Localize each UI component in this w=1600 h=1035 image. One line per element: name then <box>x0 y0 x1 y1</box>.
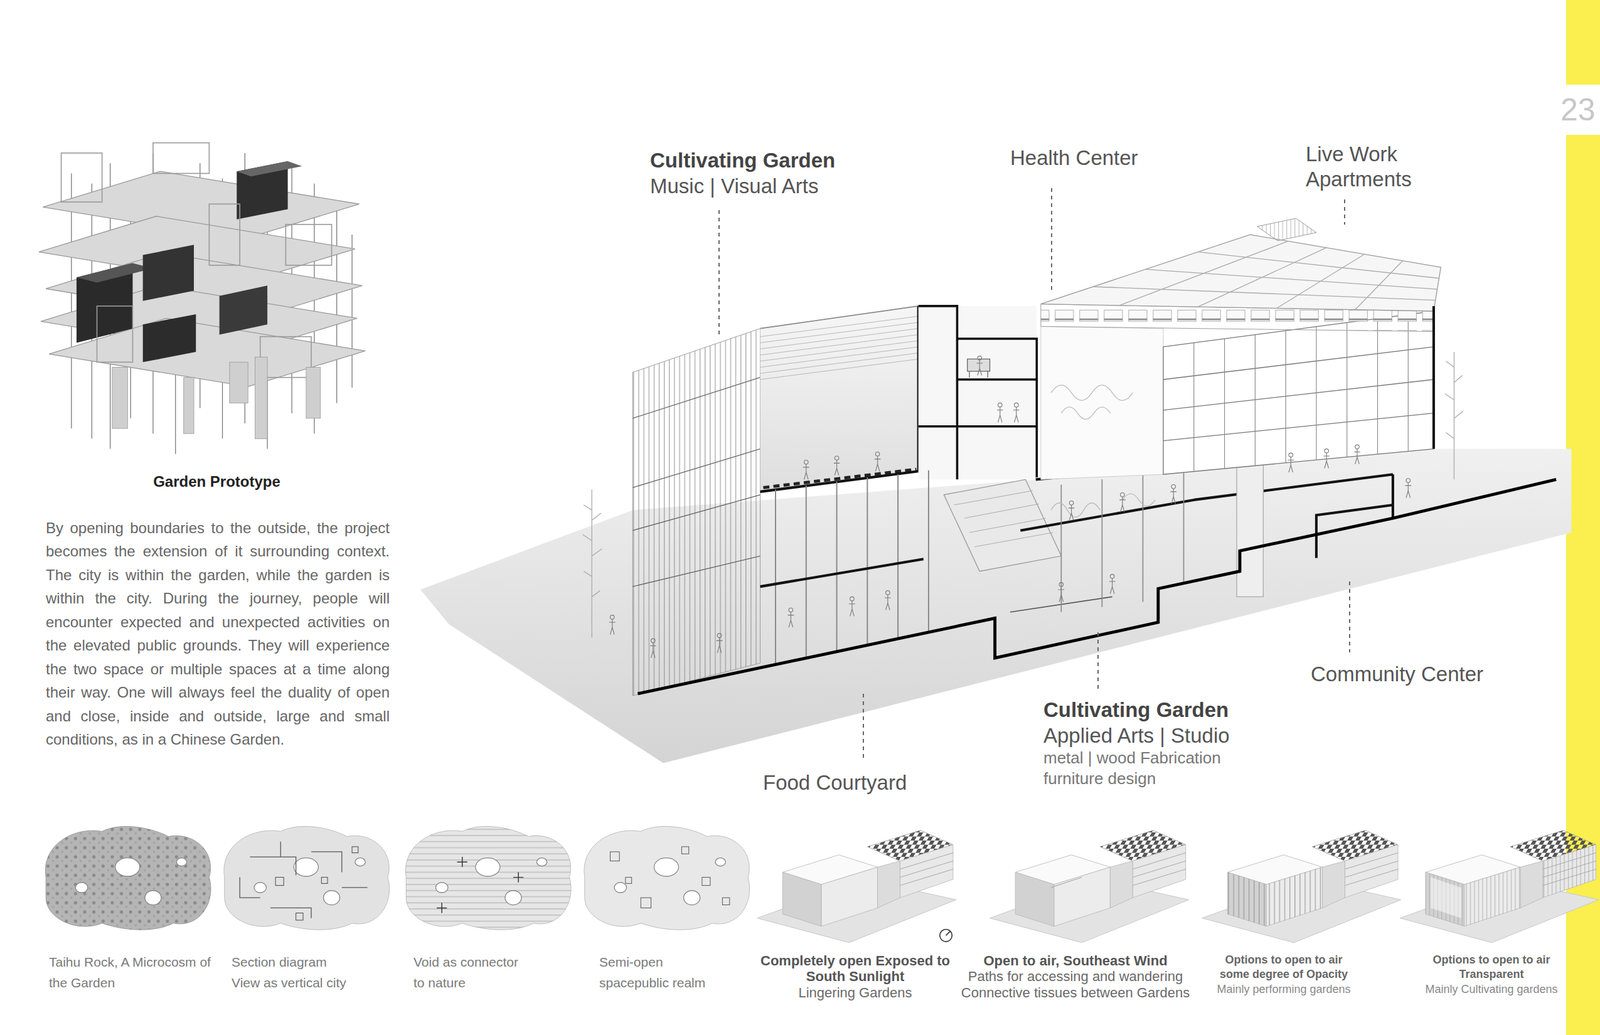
image-area <box>1205 815 1363 954</box>
caption-heading: Open to air, Southeast Wind <box>956 953 1195 969</box>
image-area <box>48 823 219 953</box>
axonometric-section <box>420 218 1572 763</box>
image-area <box>953 815 1198 954</box>
caption-block: Taihu Rock, A Microcosm of the Garden <box>48 952 213 994</box>
caption-heading: Options to open to air some degree of Op… <box>1210 953 1357 983</box>
caption-heading: Semi-open spacepublic realm <box>599 952 720 994</box>
caption-block: Options to open to air TransparentMainly… <box>1418 953 1565 998</box>
caption-heading: Section diagram View as vertical city <box>231 952 354 994</box>
figure-panel: Section diagram View as vertical city <box>231 823 376 996</box>
callout-subtitle: Music | Visual Arts <box>650 173 819 199</box>
figure-panel: Open to air, Southeast WindPaths for acc… <box>953 815 1198 1004</box>
callout-subtitle: Applied Arts | Studio <box>1043 723 1230 749</box>
body-paragraph: By opening boundaries to the outside, th… <box>45 516 390 752</box>
image-area <box>413 823 558 953</box>
callout-title: Cultivating Garden <box>650 148 836 174</box>
figure-panel: Semi-open spacepublic realm <box>599 823 744 996</box>
callout-title: Cultivating Garden <box>1043 697 1229 723</box>
caption-body: Mainly Cultivating gardens <box>1418 982 1565 998</box>
caption-block: Open to air, Southeast WindPaths for acc… <box>956 953 1195 1001</box>
caption-heading: Options to open to air Transparent <box>1418 953 1565 983</box>
callout-label: Live Work Apartments <box>1305 141 1422 192</box>
image-area <box>231 823 376 953</box>
caption-heading: Completely open Exposed to South Sunligh… <box>751 953 959 986</box>
image-area <box>48 143 386 472</box>
image-area <box>599 823 744 953</box>
callout-label: Health Center <box>1010 145 1139 171</box>
image-area <box>1413 815 1570 954</box>
page-number: 23 <box>1560 94 1596 126</box>
page-bar <box>1566 0 1600 85</box>
callout-note: metal | wood Fabrication furniture desig… <box>1043 747 1232 789</box>
caption-body: Lingering Gardens <box>751 985 959 1001</box>
caption-body: Mainly performing gardens <box>1210 982 1357 998</box>
figure-panel: Options to open to air some degree of Op… <box>1205 815 1363 1000</box>
caption-heading: Garden Prototype <box>48 471 386 492</box>
figure-panel: Completely open Exposed to South Sunligh… <box>748 815 962 1004</box>
figure-panel: Void as connector to nature <box>413 823 558 996</box>
caption-body: Paths for accessing and wandering Connec… <box>956 968 1195 1001</box>
figure-panel: Options to open to air TransparentMainly… <box>1413 815 1570 1000</box>
caption-heading: Taihu Rock, A Microcosm of the Garden <box>48 952 213 994</box>
caption-heading: Void as connector to nature <box>413 952 528 994</box>
callout-label: Community Center <box>1310 661 1484 688</box>
figure-panel: Garden Prototype <box>48 143 386 494</box>
caption-block: Section diagram View as vertical city <box>231 952 354 994</box>
thumbnail-row <box>45 826 1599 943</box>
caption-block: Completely open Exposed to South Sunligh… <box>751 953 959 1001</box>
leader-line <box>719 188 1350 761</box>
caption-block: Options to open to air some degree of Op… <box>1210 953 1357 998</box>
caption-block: Void as connector to nature <box>413 952 528 994</box>
image-area <box>748 815 962 954</box>
caption-block: Semi-open spacepublic realm <box>599 952 720 994</box>
figure-panel: Taihu Rock, A Microcosm of the Garden <box>48 823 219 996</box>
caption-block: Garden Prototype <box>48 471 386 492</box>
garden-prototype-drawing <box>38 143 366 455</box>
callout-label: Food Courtyard <box>762 770 907 796</box>
